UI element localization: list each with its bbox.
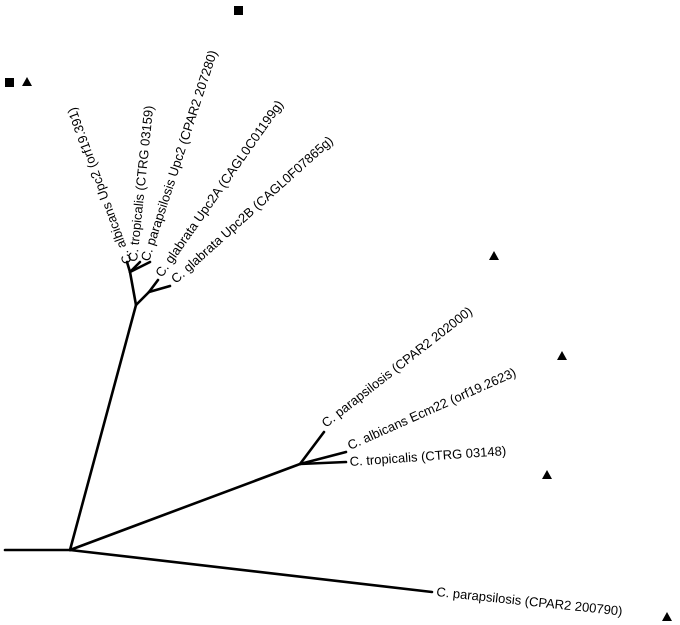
leaf-label: C. albicans Upc2 (orf19.391) — [64, 105, 135, 266]
triangle-marker — [22, 77, 32, 86]
branch-ca-upc2 — [125, 260, 132, 274]
markers — [5, 6, 672, 621]
branch-cp-200790 — [68, 548, 434, 594]
branch-ecm22-clade — [68, 462, 302, 552]
square-marker — [5, 78, 14, 87]
square-marker — [234, 6, 243, 15]
branch-ca-ecm22 — [298, 450, 348, 466]
branch-glabrata-node — [134, 290, 151, 307]
leaf-label: C. glabrata Upc2B (CAGL0F07865g) — [168, 133, 336, 286]
triangle-marker — [489, 251, 499, 260]
branch-cg-upc2a — [147, 278, 160, 294]
tree-branches — [3, 260, 434, 594]
triangle-marker — [662, 612, 672, 621]
branch-upc2-clade — [68, 303, 138, 552]
branch-cg-upc2b — [147, 284, 172, 294]
leaf-label: C. parapsilosis (CPAR2 200790) — [436, 584, 623, 618]
branch-ct-03148 — [298, 460, 348, 466]
triangle-marker — [542, 470, 552, 479]
branch-ecm22-sub — [298, 430, 326, 466]
leaf-labels: C. albicans Upc2 (orf19.391) C. tropical… — [64, 48, 623, 618]
branch-cp-207280 — [128, 260, 152, 274]
triangle-marker — [557, 351, 567, 360]
branch-upc2-sub — [128, 270, 138, 307]
leaf-label: C. parapsilosis (CPAR2 202000) — [319, 303, 476, 430]
leaf-label: C. tropicalis (CTRG 03148) — [349, 443, 506, 469]
